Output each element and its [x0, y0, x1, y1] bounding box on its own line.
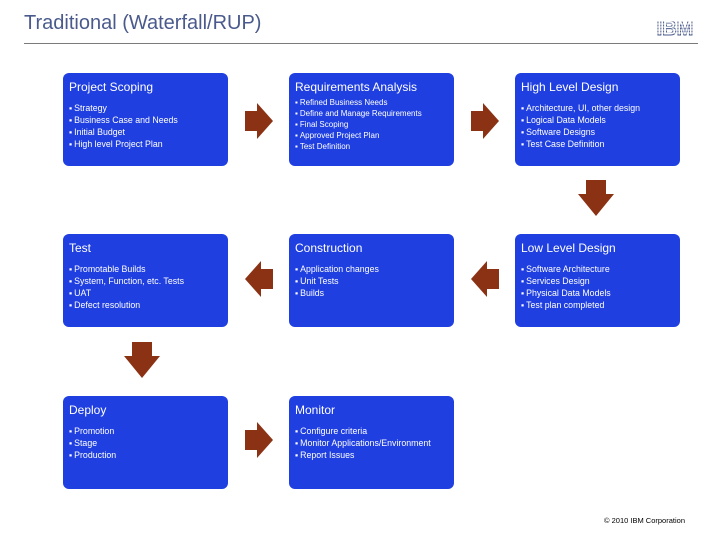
- box-title: Test: [69, 241, 92, 255]
- list-item: Monitor Applications/Environment: [295, 437, 448, 449]
- list-item: Unit Tests: [295, 275, 448, 287]
- list-item: Production: [69, 449, 222, 461]
- box-title: Deploy: [69, 403, 107, 417]
- svg-text:IBM: IBM: [657, 18, 694, 40]
- box-title: Low Level Design: [521, 241, 616, 255]
- box-low-level-design: Low Level Design Software Architecture S…: [515, 234, 680, 327]
- list-item: Business Case and Needs: [69, 114, 222, 126]
- box-title: Monitor: [295, 403, 336, 417]
- list-item: Define and Manage Requirements: [295, 108, 448, 119]
- list-item: Configure criteria: [295, 425, 448, 437]
- box-test: Test Promotable Builds System, Function,…: [63, 234, 228, 327]
- box-construction: Construction Application changes Unit Te…: [289, 234, 454, 327]
- list-item: Test Definition: [295, 141, 448, 152]
- list-item: Logical Data Models: [521, 114, 674, 126]
- list-item: Architecture, UI, other design: [521, 102, 674, 114]
- list-item: Builds: [295, 287, 448, 299]
- list-item: Refined Business Needs: [295, 97, 448, 108]
- list-item: Software Designs: [521, 126, 674, 138]
- slide-title: Traditional (Waterfall/RUP): [24, 12, 262, 34]
- list-item: High level Project Plan: [69, 138, 222, 150]
- box-monitor: Monitor Configure criteria Monitor Appli…: [289, 396, 454, 489]
- list-item: Software Architecture: [521, 263, 674, 275]
- list-item: Stage: [69, 437, 222, 449]
- box-high-level-design: High Level Design Architecture, UI, othe…: [515, 73, 680, 166]
- list-item: Promotable Builds: [69, 263, 222, 275]
- list-item: Report Issues: [295, 449, 448, 461]
- box-title: Project Scoping: [69, 80, 154, 94]
- list-item: UAT: [69, 287, 222, 299]
- list-item: Strategy: [69, 102, 222, 114]
- title-divider: [24, 43, 698, 44]
- copyright-notice: © 2010 IBM Corporation: [604, 516, 685, 525]
- list-item: Services Design: [521, 275, 674, 287]
- arrow-down-icon: [124, 342, 160, 378]
- list-item: Test plan completed: [521, 299, 674, 311]
- box-title: Requirements Analysis: [295, 80, 418, 94]
- list-item: Approved Project Plan: [295, 130, 448, 141]
- list-item: Application changes: [295, 263, 448, 275]
- list-item: Test Case Definition: [521, 138, 674, 150]
- list-item: Promotion: [69, 425, 222, 437]
- arrow-right-icon: [245, 422, 273, 458]
- arrow-down-icon: [578, 180, 614, 216]
- list-item: System, Function, etc. Tests: [69, 275, 222, 287]
- box-title: Construction: [295, 241, 363, 255]
- ibm-logo: IBM: [650, 18, 700, 40]
- arrow-right-icon: [245, 103, 273, 139]
- box-requirements-analysis: Requirements Analysis Refined Business N…: [289, 73, 454, 166]
- arrow-right-icon: [471, 103, 499, 139]
- arrow-left-icon: [471, 261, 499, 297]
- list-item: Initial Budget: [69, 126, 222, 138]
- list-item: Final Scoping: [295, 119, 448, 130]
- list-item: Defect resolution: [69, 299, 222, 311]
- list-item: Physical Data Models: [521, 287, 674, 299]
- arrow-left-icon: [245, 261, 273, 297]
- box-title: High Level Design: [521, 80, 619, 94]
- box-deploy: Deploy Promotion Stage Production: [63, 396, 228, 489]
- box-project-scoping: Project Scoping Strategy Business Case a…: [63, 73, 228, 166]
